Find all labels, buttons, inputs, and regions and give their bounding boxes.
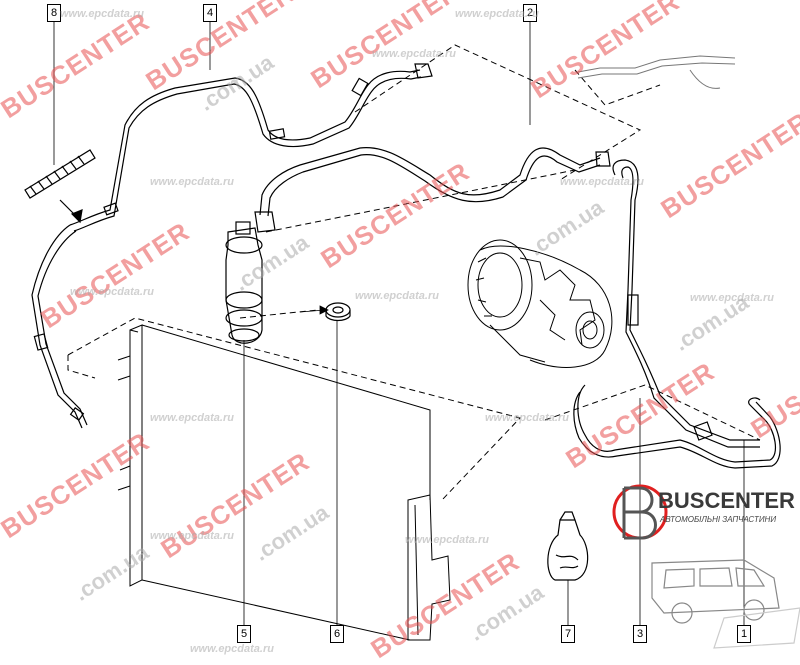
compressor	[467, 239, 613, 368]
grommet-6	[325, 302, 351, 322]
callout-1: 1	[737, 625, 751, 643]
callout-2: 2	[523, 4, 537, 22]
logo-brand-name: BUSCENTER	[658, 488, 795, 513]
refrigerant-bag-7	[547, 511, 589, 581]
condenser	[117, 324, 451, 641]
callout-leaders	[53, 20, 745, 625]
callout-5: 5	[237, 625, 251, 643]
drier-5	[225, 221, 263, 344]
callout-6: 6	[330, 625, 344, 643]
callout-8: 8	[47, 4, 61, 22]
callout-7: 7	[561, 625, 575, 643]
seal-strip-8	[24, 149, 96, 224]
ghost-pipe	[577, 55, 736, 89]
assembly-guide-lines	[67, 44, 761, 501]
logo-subtitle: АВТОМОБІЛЬНІ ЗАПЧАСТИНИ	[660, 515, 777, 524]
pipe-1	[573, 384, 781, 469]
buscenter-logo	[612, 484, 800, 649]
pipe-3	[612, 159, 760, 448]
bus-illustration	[651, 559, 800, 649]
callout-4: 4	[203, 4, 217, 22]
pipe-2	[254, 147, 611, 233]
pipe-4	[31, 63, 433, 429]
callout-3: 3	[633, 625, 647, 643]
